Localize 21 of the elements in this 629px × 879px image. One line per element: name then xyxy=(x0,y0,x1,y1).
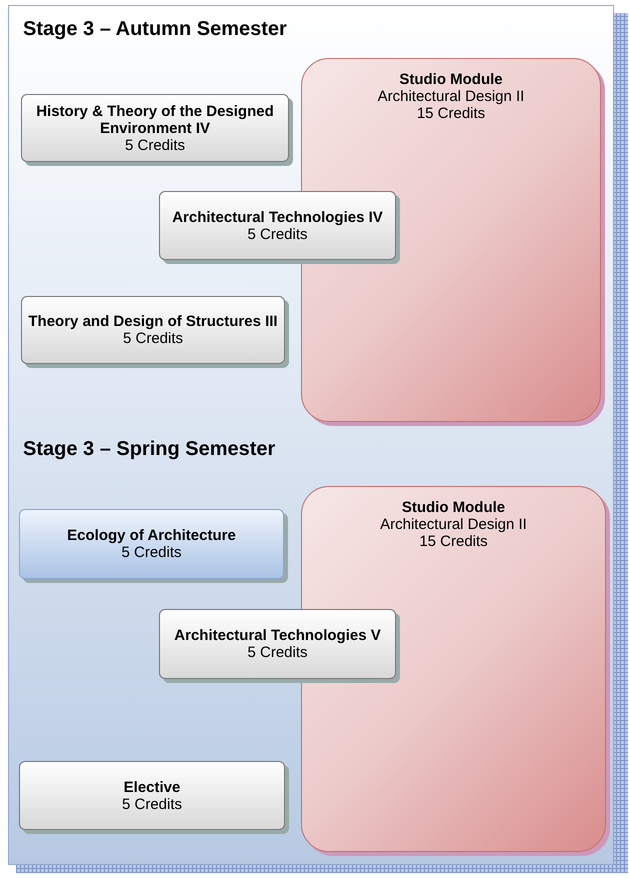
credits-text: 5 Credits xyxy=(121,544,182,561)
module-subtitle: Architectural Design II xyxy=(378,88,524,105)
module-title: History & Theory of the Designed Environment IV xyxy=(35,102,275,136)
module-title: Elective xyxy=(124,778,180,796)
credits-text: 5 Credits xyxy=(124,136,186,154)
module-title: Ecology of Architecture xyxy=(67,527,236,544)
credits-text: 5 Credits xyxy=(247,644,308,661)
credits-text: 5 Credits xyxy=(247,226,308,242)
module-title: Studio Module xyxy=(399,71,503,88)
credits-text: 15 Credits xyxy=(419,533,488,550)
semester-heading: Stage 3 – Autumn Semester xyxy=(23,18,287,41)
semester-panel xyxy=(8,5,614,865)
module-title: Architectural Technologies V xyxy=(174,627,381,644)
module-subtitle: Architectural Design II xyxy=(380,516,527,533)
module-title: Studio Module xyxy=(402,499,506,516)
credits-text: 5 Credits xyxy=(122,330,184,347)
module-title: Theory and Design of Structures III xyxy=(28,313,278,330)
semester-heading: Stage 3 – Spring Semester xyxy=(23,438,276,461)
module-title: Architectural Technologies IV xyxy=(172,208,383,226)
credits-text: 15 Credits xyxy=(416,105,486,122)
credits-text: 5 Credits xyxy=(122,796,182,812)
